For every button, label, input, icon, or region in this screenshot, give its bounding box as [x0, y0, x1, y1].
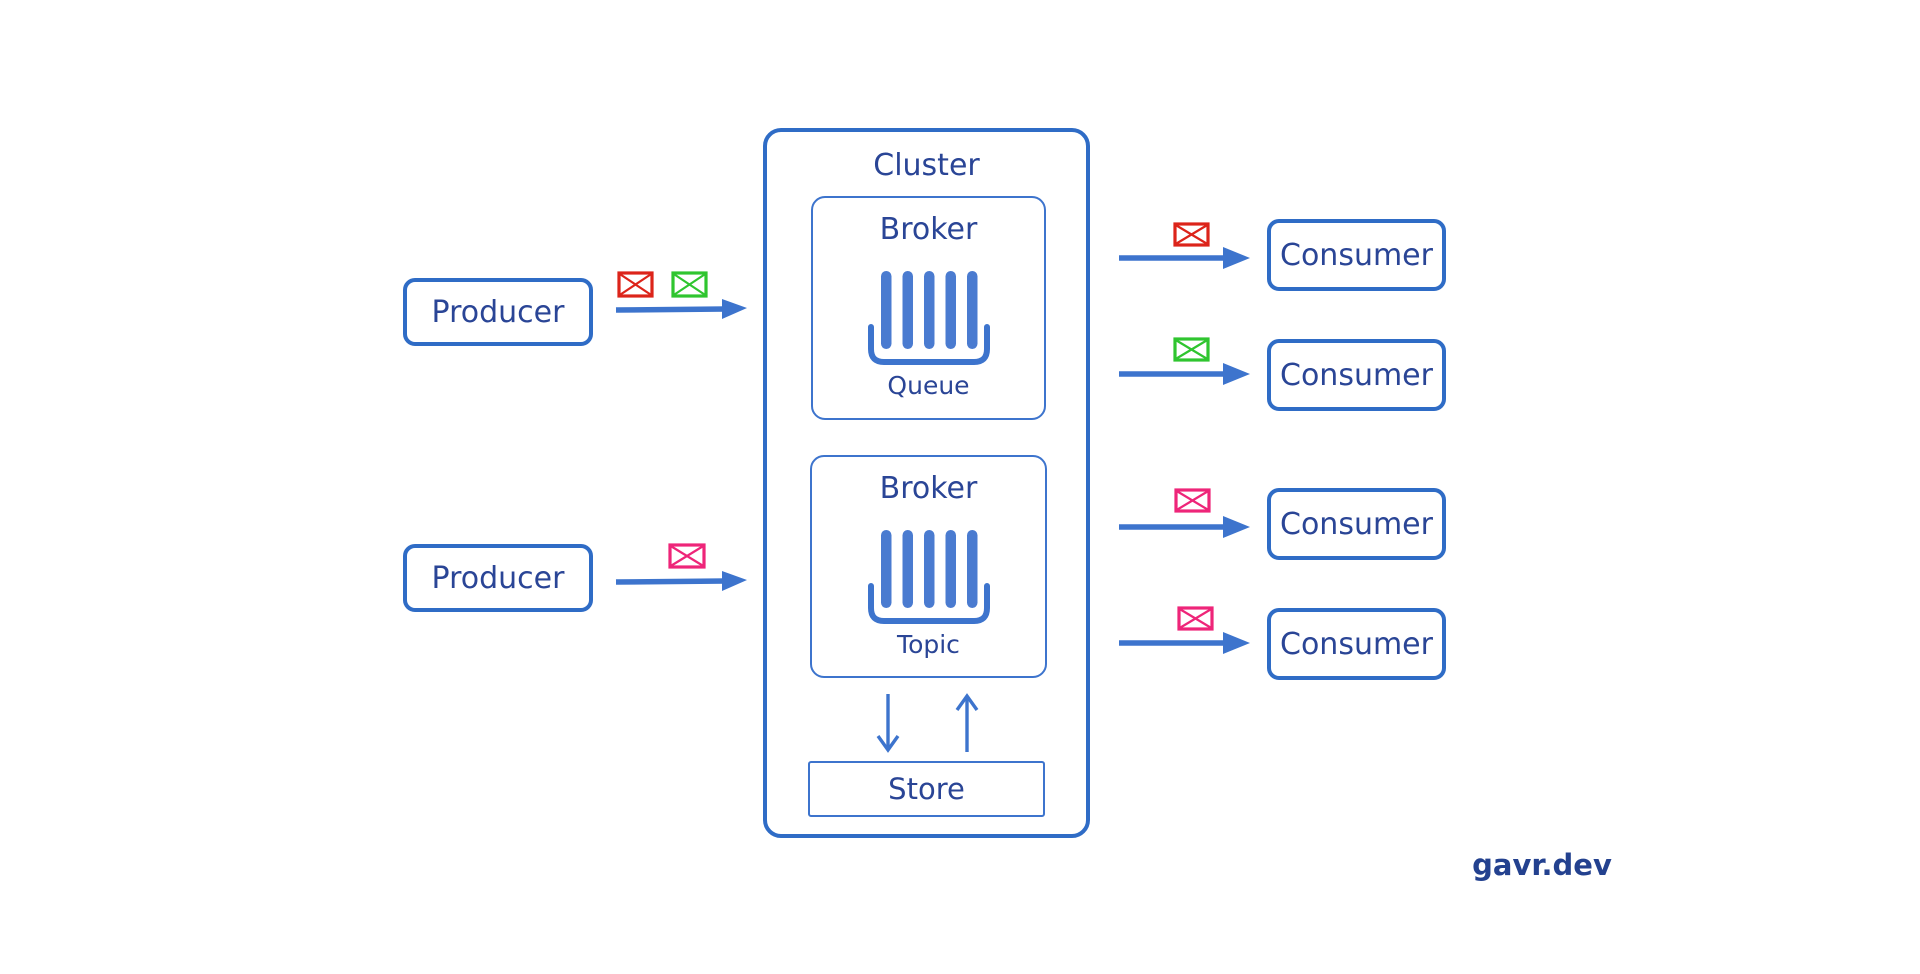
message-envelope-green-icon — [671, 271, 708, 298]
consumer-3-arrow — [1119, 516, 1250, 538]
broker-to-store-arrow — [876, 694, 900, 753]
producer-1-arrow — [615, 299, 747, 319]
consumer-4-box: Consumer — [1267, 608, 1446, 680]
message-envelope-green-icon — [1173, 337, 1210, 362]
queue-partitions-icon — [867, 271, 990, 365]
consumer-3-label: Consumer — [1280, 506, 1433, 542]
consumer-1-arrow — [1119, 247, 1250, 269]
producer-2-label: Producer — [431, 560, 565, 596]
producer-2-box: Producer — [403, 544, 593, 612]
message-envelope-pink-icon — [1177, 606, 1214, 631]
broker-topic-type-label: Topic — [897, 630, 960, 659]
consumer-2-label: Consumer — [1280, 357, 1433, 393]
store-box: Store — [808, 761, 1045, 817]
consumer-2-box: Consumer — [1267, 339, 1446, 411]
broker-queue-box: Broker Queue — [811, 196, 1046, 420]
broker-queue-type-label: Queue — [887, 371, 970, 400]
broker-topic-label: Broker — [879, 471, 978, 506]
producer-1-box: Producer — [403, 278, 593, 346]
cluster-label: Cluster — [873, 148, 980, 183]
message-envelope-pink-icon — [1174, 488, 1211, 513]
consumer-2-arrow — [1119, 363, 1250, 385]
consumer-4-label: Consumer — [1280, 626, 1433, 662]
consumer-4-arrow — [1119, 632, 1250, 654]
broker-topic-box: Broker Topic — [810, 455, 1047, 678]
store-to-broker-arrow — [955, 693, 979, 752]
message-envelope-red-icon — [617, 271, 654, 298]
producer-1-label: Producer — [431, 294, 565, 330]
consumer-1-box: Consumer — [1267, 219, 1446, 291]
broker-queue-label: Broker — [879, 212, 978, 247]
message-envelope-pink-icon — [668, 543, 706, 569]
store-label: Store — [888, 772, 965, 806]
message-envelope-red-icon — [1173, 222, 1210, 247]
producer-2-arrow — [615, 571, 747, 591]
brand-text: gavr.dev — [1472, 848, 1612, 882]
consumer-3-box: Consumer — [1267, 488, 1446, 560]
consumer-1-label: Consumer — [1280, 237, 1433, 273]
topic-partitions-icon — [867, 530, 990, 624]
